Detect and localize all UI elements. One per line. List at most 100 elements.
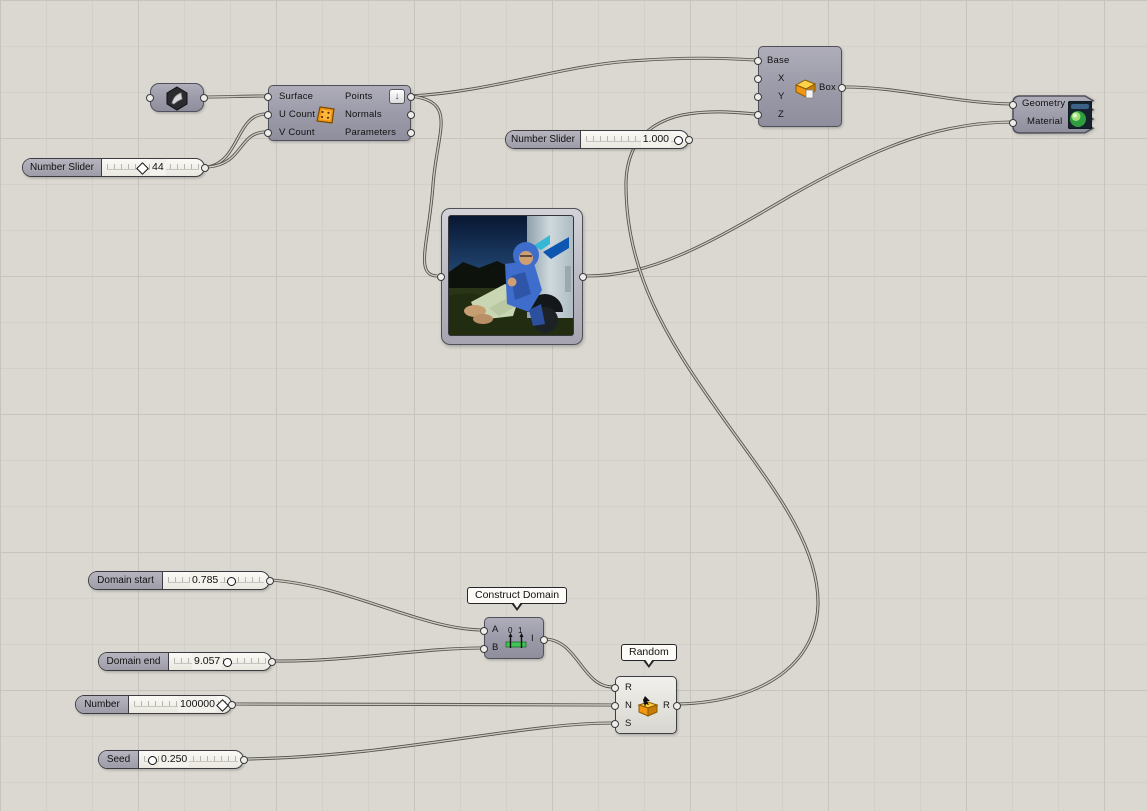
- wire-points-to-image: [410, 95, 442, 277]
- slider-label: Domain start: [89, 572, 163, 589]
- construct-domain-output-port[interactable]: [540, 636, 548, 644]
- slider-label: Number Slider: [506, 131, 581, 148]
- output-label-parameters: Parameters: [345, 127, 397, 138]
- slider-track[interactable]: 0.250: [139, 751, 243, 768]
- divide-surface-input-port-vcount[interactable]: [264, 129, 272, 137]
- slider-label: Number Slider: [23, 159, 102, 176]
- divide-surface-output-port-normals[interactable]: [407, 111, 415, 119]
- output-label-box: Box: [819, 82, 836, 93]
- slider-value: 44: [150, 159, 166, 175]
- output-label-normals: Normals: [345, 109, 382, 120]
- output-label-r: R: [663, 700, 671, 711]
- image-output-port[interactable]: [579, 273, 587, 281]
- surface-hexagon-icon: [166, 85, 188, 111]
- wire-dend-to-b: [272, 646, 483, 663]
- output-label-i: I: [531, 633, 534, 644]
- wire-seed-to-s: [245, 721, 614, 761]
- slider-grip[interactable]: [148, 755, 157, 765]
- svg-text:0: 0: [508, 626, 513, 635]
- slider-track[interactable]: 100000: [129, 696, 231, 713]
- construct-domain-input-port-b[interactable]: [480, 645, 488, 653]
- tooltip-text: Random: [629, 646, 669, 658]
- wire-i-to-range: [544, 638, 614, 688]
- slider-track[interactable]: 0.785: [163, 572, 269, 589]
- divide-surface-component[interactable]: Surface U Count V Count Points Normals P…: [264, 85, 415, 141]
- wire-image-to-material: [585, 121, 1014, 277]
- slider-value: 0.250: [159, 751, 190, 767]
- preview-input-port-material[interactable]: [1008, 119, 1017, 127]
- slider-track[interactable]: 9.057: [169, 653, 271, 670]
- divide-surface-output-port-points[interactable]: [407, 93, 415, 101]
- slider-output-port[interactable]: [685, 135, 693, 144]
- box-output-port[interactable]: [838, 84, 846, 92]
- random-input-port-r[interactable]: [611, 684, 619, 692]
- slider-grip[interactable]: [227, 576, 236, 586]
- box-input-port-z[interactable]: [754, 111, 762, 119]
- construct-domain-component[interactable]: A B 0 1 I: [480, 617, 548, 659]
- input-label-geometry: Geometry: [1022, 98, 1066, 109]
- slider-ticks: [144, 756, 238, 762]
- input-label-y: Y: [778, 91, 785, 102]
- slider-track[interactable]: 1.000: [581, 131, 688, 148]
- input-label-ucount: U Count: [279, 109, 316, 120]
- slider-output-port[interactable]: [228, 700, 236, 709]
- random-tooltip: Random: [621, 644, 677, 668]
- slider-label: Seed: [99, 751, 139, 768]
- down-arrow-icon: ↓: [394, 91, 400, 102]
- box-icon: [794, 79, 817, 99]
- custom-preview-component[interactable]: Geometry Material: [1008, 95, 1101, 135]
- slider-value: 1.000: [640, 131, 671, 147]
- random-input-port-s[interactable]: [611, 720, 619, 728]
- number-slider-unit[interactable]: Number Slider 1.000: [505, 130, 693, 149]
- slider-label: Number: [76, 696, 129, 713]
- random-box-icon: [637, 696, 659, 717]
- tooltip-text: Construct Domain: [475, 589, 560, 601]
- random-input-port-n[interactable]: [611, 702, 619, 710]
- input-label-material: Material: [1027, 116, 1063, 127]
- divide-surface-input-port-surface[interactable]: [264, 93, 272, 101]
- input-label-x: X: [778, 73, 785, 84]
- wire-slider44-to-vcount: [207, 131, 267, 168]
- slider-track[interactable]: 44: [102, 159, 204, 176]
- slider-output-port[interactable]: [268, 657, 276, 666]
- input-label-s: S: [625, 718, 632, 729]
- slider-output-port[interactable]: [201, 163, 209, 172]
- divide-surface-input-port-ucount[interactable]: [264, 111, 272, 119]
- output-label-points: Points: [345, 91, 373, 102]
- component-menu-button[interactable]: ↓: [389, 89, 405, 104]
- photo-preview: [449, 216, 573, 335]
- slider-output-port[interactable]: [266, 576, 274, 585]
- image-sampler-component[interactable]: [437, 208, 587, 345]
- number-count-slider[interactable]: Number 100000: [75, 695, 236, 714]
- construct-domain-input-port-a[interactable]: [480, 627, 488, 635]
- surface-param[interactable]: [146, 83, 208, 112]
- slider-ticks: [586, 136, 683, 142]
- image-input-port[interactable]: [437, 273, 445, 281]
- random-output-port[interactable]: [673, 702, 681, 710]
- slider-output-port[interactable]: [240, 755, 248, 764]
- surface-param-output-port[interactable]: [200, 94, 208, 102]
- domain-end-slider[interactable]: Domain end 9.057: [98, 652, 276, 671]
- input-label-r: R: [625, 682, 633, 693]
- preview-input-port-geometry[interactable]: [1008, 101, 1017, 109]
- random-component[interactable]: R N S R: [611, 676, 681, 734]
- wire-surface-to-divide: [203, 95, 267, 98]
- number-slider-uv[interactable]: Number Slider 44: [22, 158, 209, 177]
- box-component[interactable]: Base X Y Z Box: [754, 46, 846, 127]
- input-label-b: B: [492, 642, 499, 653]
- slider-grip[interactable]: [674, 135, 683, 145]
- input-label-base: Base: [767, 55, 790, 66]
- wire-random-to-z: [625, 111, 819, 705]
- box-input-port-y[interactable]: [754, 93, 762, 101]
- divide-surface-output-port-parameters[interactable]: [407, 129, 415, 137]
- wire-dend-to-b: [272, 647, 483, 662]
- slider-grip[interactable]: [223, 657, 232, 667]
- surface-param-input-port[interactable]: [146, 94, 154, 102]
- seed-slider[interactable]: Seed 0.250: [98, 750, 248, 769]
- box-input-port-base[interactable]: [754, 57, 762, 65]
- box-input-port-x[interactable]: [754, 75, 762, 83]
- domain-start-slider[interactable]: Domain start 0.785: [88, 571, 274, 590]
- wire-seed-to-s: [245, 722, 614, 760]
